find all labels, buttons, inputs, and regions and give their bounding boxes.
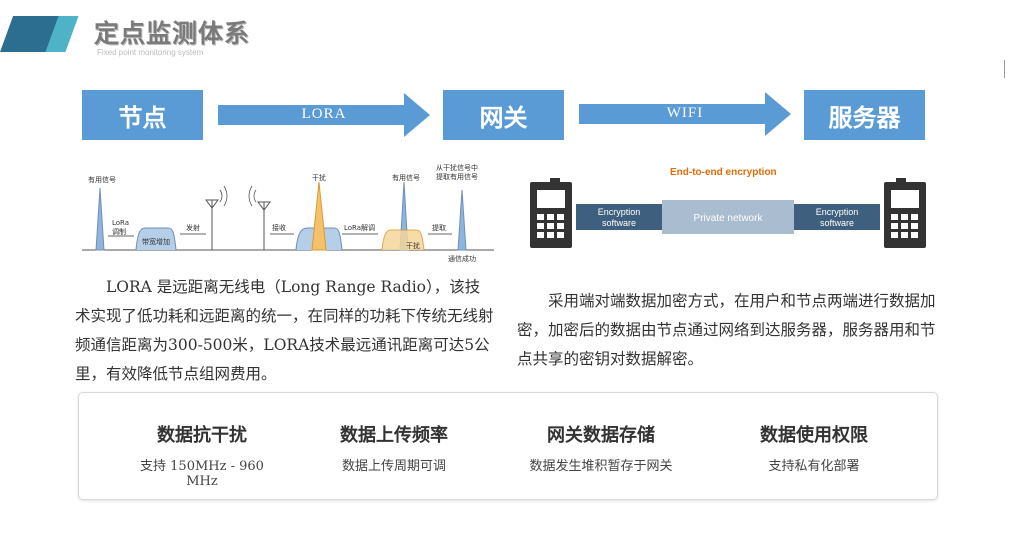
label-lora-mod-a: LoRa [112, 219, 129, 227]
edge-mark [1004, 60, 1005, 78]
label-extract-from-b: 提取有用信号 [436, 172, 478, 181]
node-box: 节点 [82, 90, 203, 140]
lora-label: LORA [301, 106, 347, 122]
enc-right-line2: software [820, 218, 854, 228]
feature-anti-interference: 数据抗干扰 支持 150MHz - 960 MHz [127, 421, 277, 489]
label-transmit: 发射 [186, 223, 200, 232]
enc-middle: Private network [694, 213, 764, 224]
left-phone-icon [530, 178, 572, 248]
feature-title: 数据抗干扰 [157, 425, 247, 446]
feature-desc: 数据上传周期可调 [341, 459, 446, 474]
feature-title: 网关数据存储 [547, 425, 655, 446]
enc-left-line1: Encryption [598, 207, 641, 217]
page-subtitle: Fixed point monitoring system [97, 48, 204, 57]
label-extract-from-a: 从干扰信号中 [436, 163, 478, 172]
label-useful-signal-1: 有用信号 [88, 175, 116, 184]
lora-signal-diagram: 有用信号 LoRa 调制 带宽增加 发射 接收 干扰 LoRa解调 有用信号 干… [82, 160, 497, 265]
feature-upload-frequency: 数据上传频率 数据上传周期可调 [319, 421, 469, 474]
label-bandwidth: 带宽增加 [142, 237, 170, 246]
enc-right-line1: Encryption [816, 207, 859, 217]
lora-arrow: LORA [218, 93, 430, 137]
feature-desc: 支持 150MHz - 960 MHz [140, 459, 264, 489]
lora-description: LORA 是远距离无线电（Long Range Radio），该技术实现了低功耗… [75, 278, 494, 383]
feature-desc: 数据发生堆积暂存于网关 [529, 459, 673, 474]
page-title: 定点监测体系 [94, 19, 251, 48]
enc-title: End-to-end encryption [670, 167, 777, 178]
feature-title: 数据使用权限 [760, 425, 868, 446]
wifi-label: WIFI [666, 105, 704, 121]
feature-data-permission: 数据使用权限 支持私有化部署 [739, 421, 889, 474]
feature-title: 数据上传频率 [340, 425, 448, 446]
encryption-diagram: End-to-end encryption Encryption softwar… [528, 160, 928, 255]
label-comm-success: 通信成功 [448, 254, 476, 263]
right-phone-icon [884, 178, 926, 248]
server-box: 服务器 [804, 90, 925, 140]
feature-gateway-storage: 网关数据存储 数据发生堆积暂存于网关 [511, 421, 691, 474]
wifi-arrow: WIFI [579, 92, 791, 136]
label-interference-2: 干扰 [406, 241, 420, 250]
label-useful-signal-2: 有用信号 [392, 173, 420, 182]
label-interference-1: 干扰 [312, 173, 326, 182]
feature-card: 数据抗干扰 支持 150MHz - 960 MHz 数据上传频率 数据上传周期可… [78, 392, 938, 500]
encryption-description: 采用端对端数据加密方式，在用户和节点两端进行数据加密，加密后的数据由节点通过网络… [517, 292, 936, 368]
gateway-box: 网关 [443, 90, 564, 140]
label-extract: 提取 [432, 223, 446, 232]
label-receive: 接收 [272, 223, 286, 232]
feature-desc: 支持私有化部署 [768, 459, 860, 474]
label-lora-demod: LoRa解调 [344, 223, 375, 232]
enc-left-line2: software [602, 218, 636, 228]
label-lora-mod-b: 调制 [112, 227, 126, 236]
